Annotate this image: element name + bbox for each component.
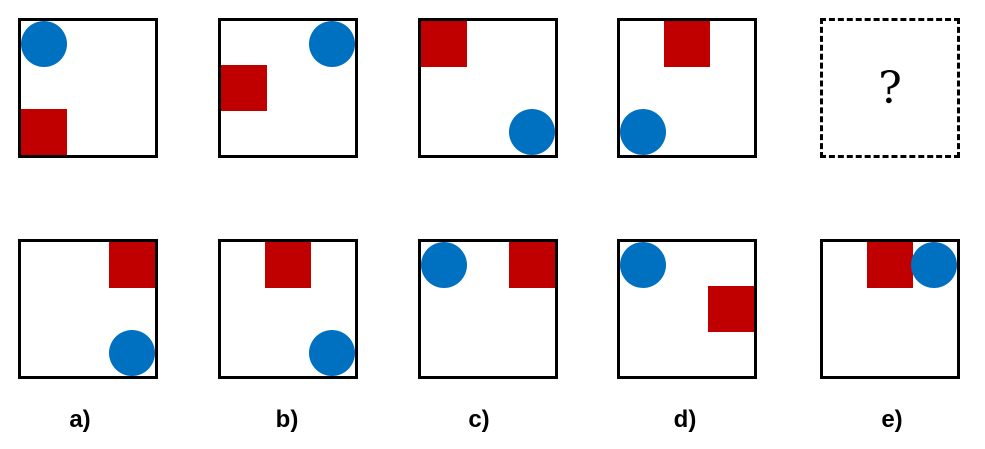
blue-circle [21, 21, 67, 67]
option-label-a: a) [69, 406, 91, 433]
red-square [21, 109, 67, 155]
red-square [708, 286, 754, 332]
sequence-panel-1 [18, 18, 158, 158]
option-panel-b[interactable] [218, 239, 358, 379]
red-square [664, 21, 710, 67]
option-panel-d[interactable] [617, 239, 757, 379]
option-label-c: c) [468, 406, 490, 433]
option-panel-e[interactable] [820, 239, 960, 379]
missing-panel: ? [820, 18, 960, 158]
blue-circle [620, 109, 666, 155]
blue-circle [309, 21, 355, 67]
blue-circle [509, 109, 555, 155]
option-label-d: d) [673, 406, 697, 433]
option-panel-c[interactable] [418, 239, 558, 379]
question-mark: ? [878, 62, 902, 114]
blue-circle [620, 242, 666, 288]
sequence-panel-4 [617, 18, 757, 158]
red-square [509, 242, 555, 288]
red-square [867, 242, 913, 288]
option-panel-a[interactable] [18, 239, 158, 379]
blue-circle [109, 330, 155, 376]
blue-circle [309, 330, 355, 376]
sequence-panel-3 [418, 18, 558, 158]
option-label-b: b) [275, 406, 299, 433]
sequence-panel-2 [218, 18, 358, 158]
red-square [221, 65, 267, 111]
red-square [421, 21, 467, 67]
blue-circle [421, 242, 467, 288]
red-square [265, 242, 311, 288]
option-label-e: e) [881, 406, 903, 433]
blue-circle [911, 242, 957, 288]
red-square [109, 242, 155, 288]
